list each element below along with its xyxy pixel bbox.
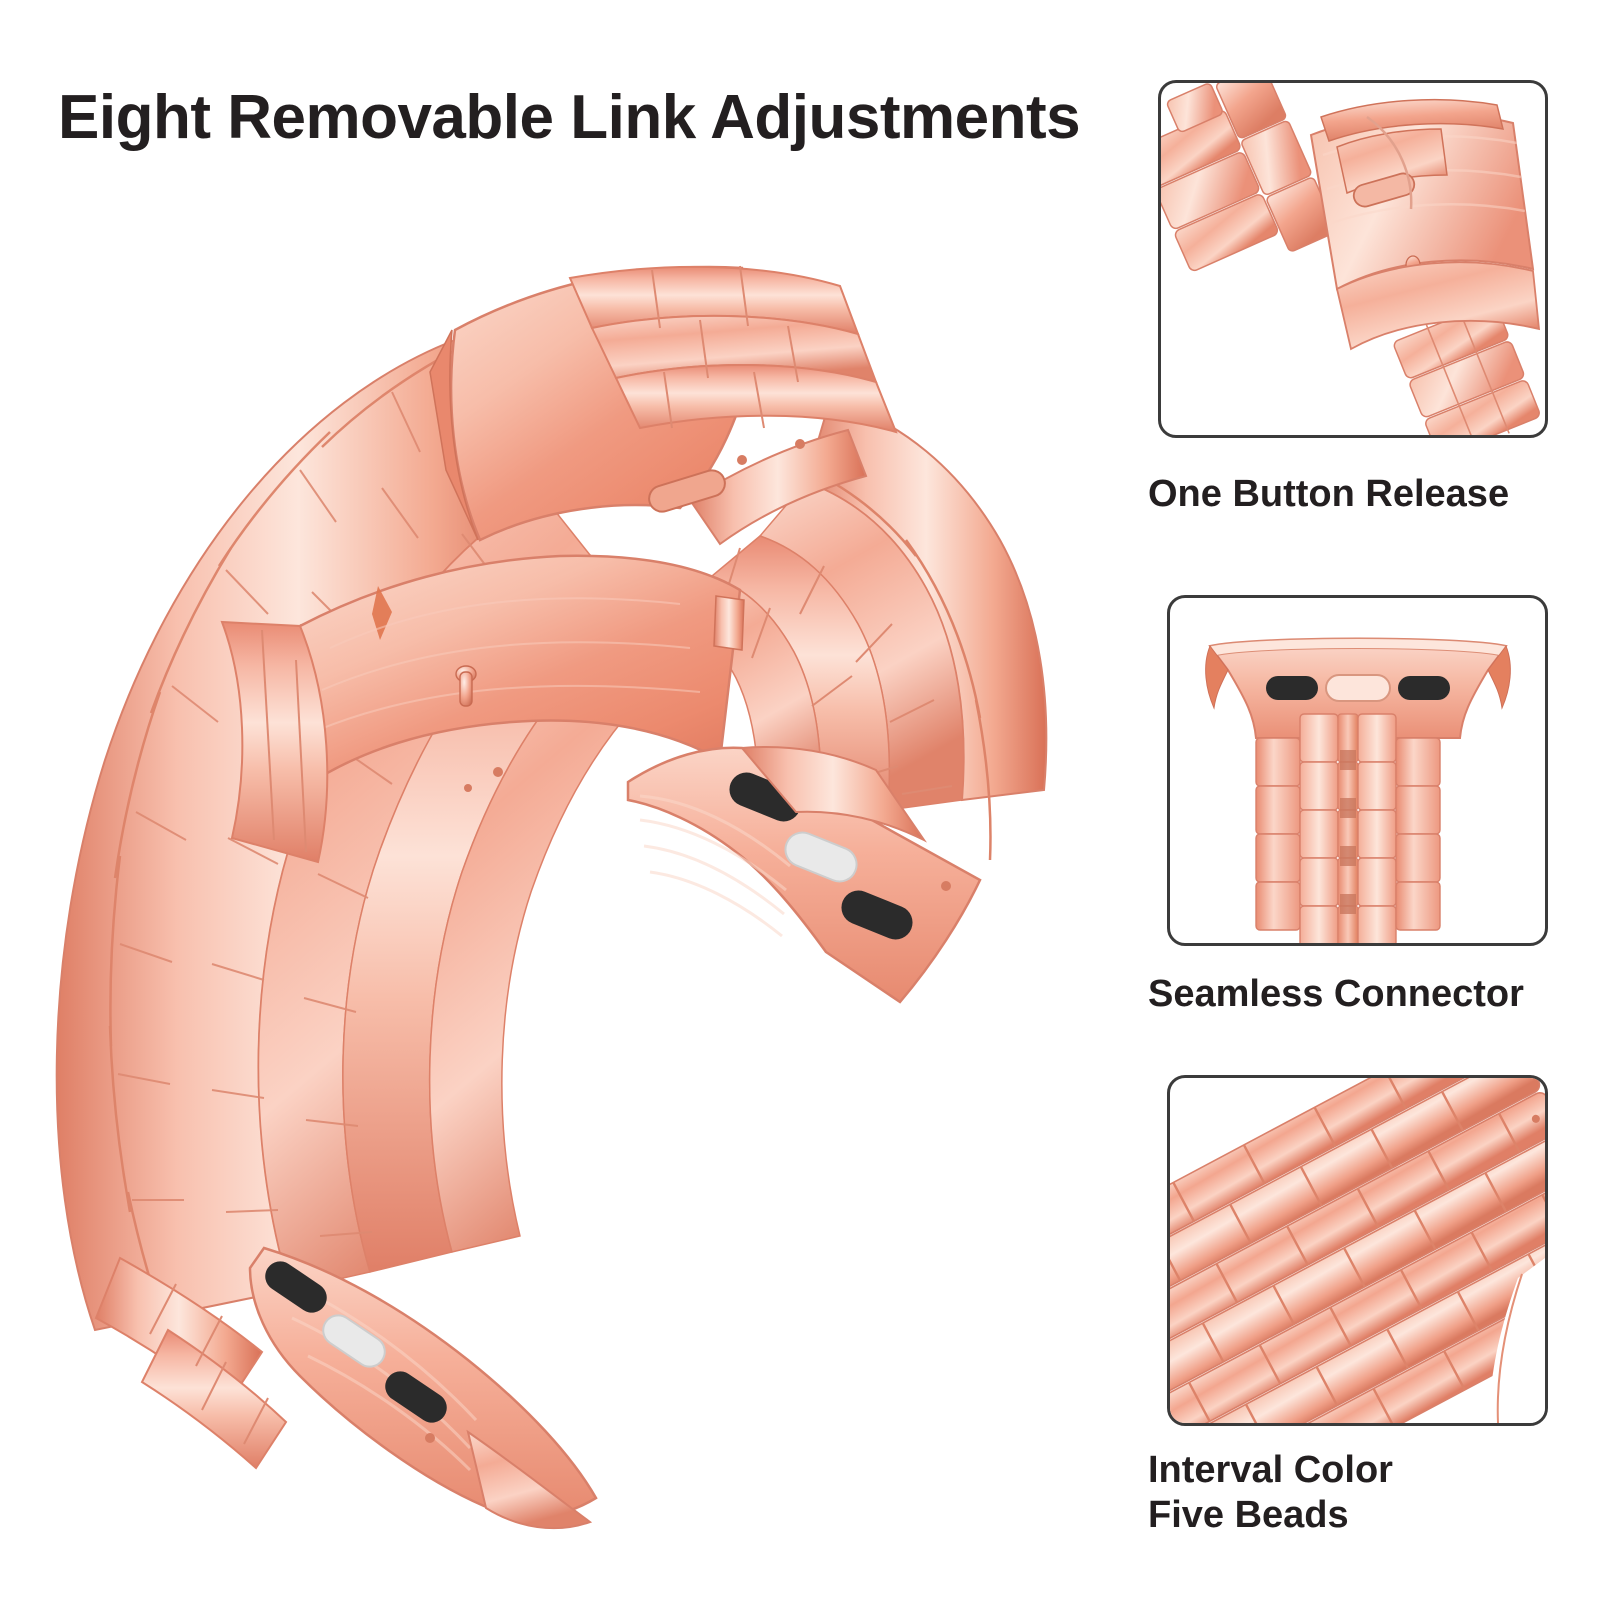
feature-caption-one-button-release: One Button Release	[1148, 473, 1510, 515]
connector-end-top	[626, 745, 982, 1004]
beads-closeup-art	[1170, 1078, 1545, 1423]
connector-bead-columns	[1255, 713, 1441, 943]
connector-closeup-art	[1205, 637, 1511, 943]
connector-slot-upper	[729, 772, 801, 822]
feature-panel-one-button-release	[1158, 80, 1548, 438]
release-button	[648, 469, 726, 513]
underplate-rivet	[455, 665, 477, 707]
feature-panel-interval-color-five-beads	[1167, 1075, 1548, 1426]
bracelet-links	[108, 350, 453, 1331]
deployant-clasp	[220, 265, 898, 864]
connector-center-button	[1325, 674, 1391, 702]
connector-end-bottom	[94, 1246, 598, 1530]
clasp-closeup-art	[1161, 83, 1541, 435]
main-product-image	[55, 265, 1048, 1530]
connector-slot-upper-bottom	[265, 1261, 327, 1313]
connector-slot-lower-bottom	[385, 1371, 447, 1423]
connector-release-button-bottom	[322, 1314, 386, 1368]
connector-slot-right	[1398, 676, 1450, 700]
one-button-release-lever	[1352, 172, 1416, 208]
feature-caption-interval-color-five-beads: Interval Color Five Beads	[1148, 1449, 1393, 1536]
page-title: Eight Removable Link Adjustments	[58, 83, 1081, 152]
connector-slot-lower	[841, 890, 913, 940]
feature-caption-seamless-connector: Seamless Connector	[1148, 973, 1524, 1015]
feature-panel-seamless-connector	[1167, 595, 1548, 946]
connector-slot-left	[1266, 676, 1318, 700]
connector-release-button	[784, 831, 858, 883]
